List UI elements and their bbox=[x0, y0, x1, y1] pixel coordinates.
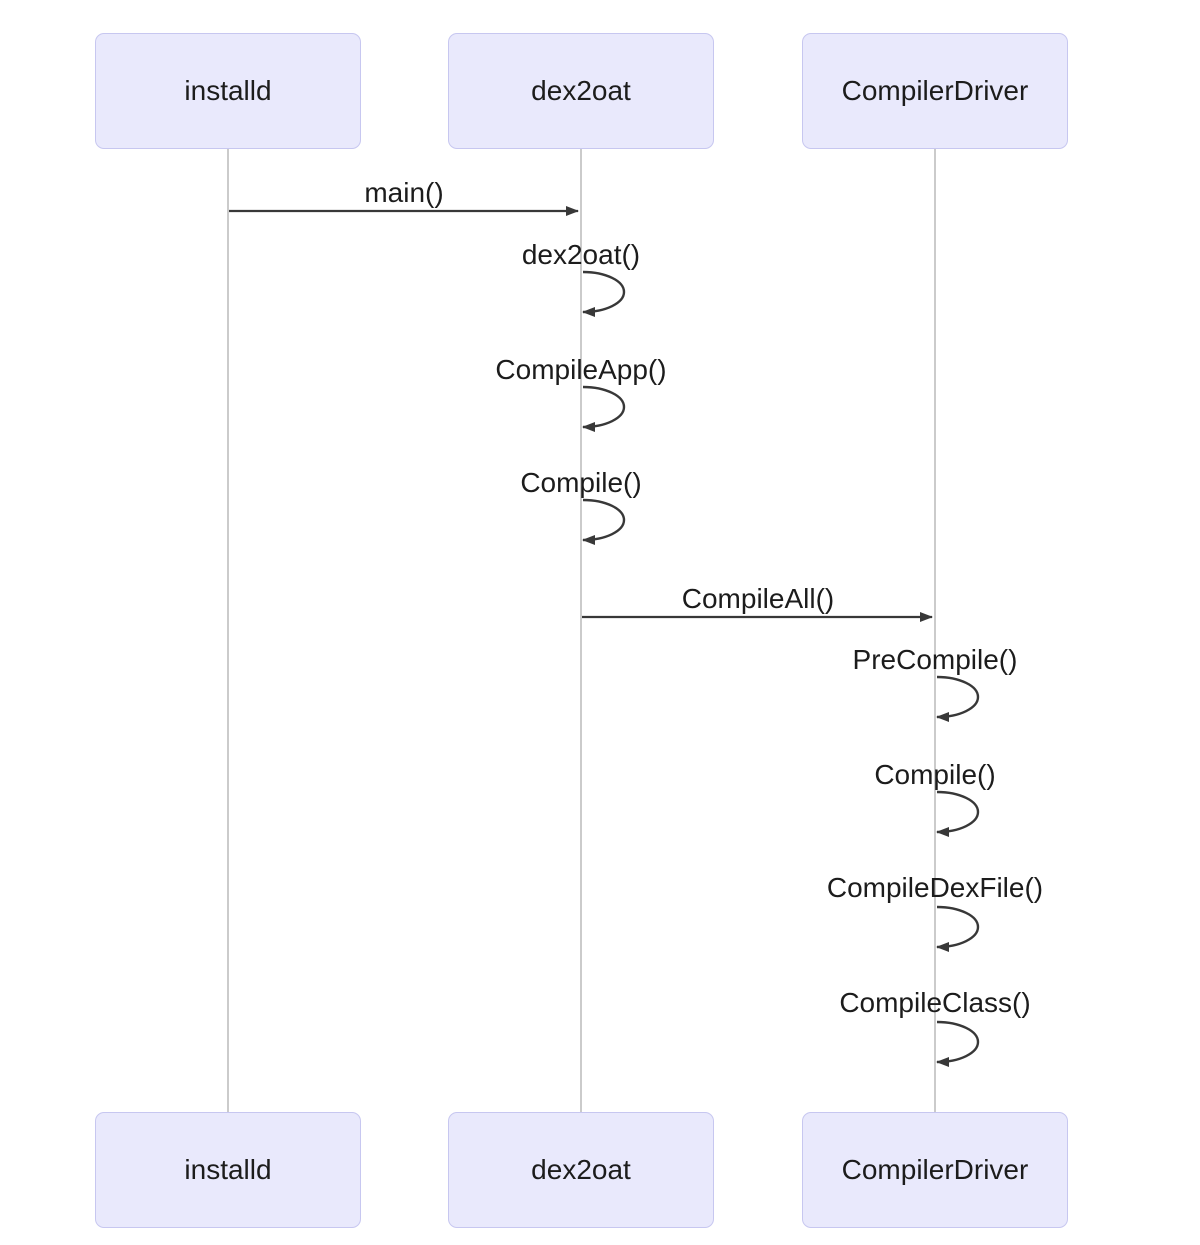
self-loop-compile-dex2oat bbox=[582, 498, 626, 545]
participant-compilerdriver-bottom: CompilerDriver bbox=[802, 1112, 1068, 1228]
self-loop-dex2oat bbox=[582, 270, 626, 317]
self-loop-compileapp bbox=[582, 385, 626, 432]
self-loop-compileclass bbox=[936, 1020, 980, 1067]
participant-installd-bottom: installd bbox=[95, 1112, 361, 1228]
message-label-dex2oat: dex2oat() bbox=[521, 239, 641, 270]
message-label-compileclass: CompileClass() bbox=[839, 987, 1031, 1018]
message-label-main: main() bbox=[364, 177, 444, 208]
message-label-compileapp: CompileApp() bbox=[495, 354, 667, 385]
participant-dex2oat-top: dex2oat bbox=[448, 33, 714, 149]
message-label-compile-driver: Compile() bbox=[874, 759, 996, 790]
self-loop-precompile bbox=[936, 675, 980, 722]
message-label-precompile: PreCompile() bbox=[852, 644, 1018, 675]
self-loop-compiledexfile bbox=[936, 905, 980, 952]
self-loop-compile-driver bbox=[936, 790, 980, 837]
participant-compilerdriver-top: CompilerDriver bbox=[802, 33, 1068, 149]
message-label-compile-dex2oat: Compile() bbox=[520, 467, 642, 498]
message-label-compileall: CompileAll() bbox=[681, 583, 835, 614]
message-label-compiledexfile: CompileDexFile() bbox=[826, 872, 1044, 903]
participant-dex2oat-bottom: dex2oat bbox=[448, 1112, 714, 1228]
participant-installd-top: installd bbox=[95, 33, 361, 149]
